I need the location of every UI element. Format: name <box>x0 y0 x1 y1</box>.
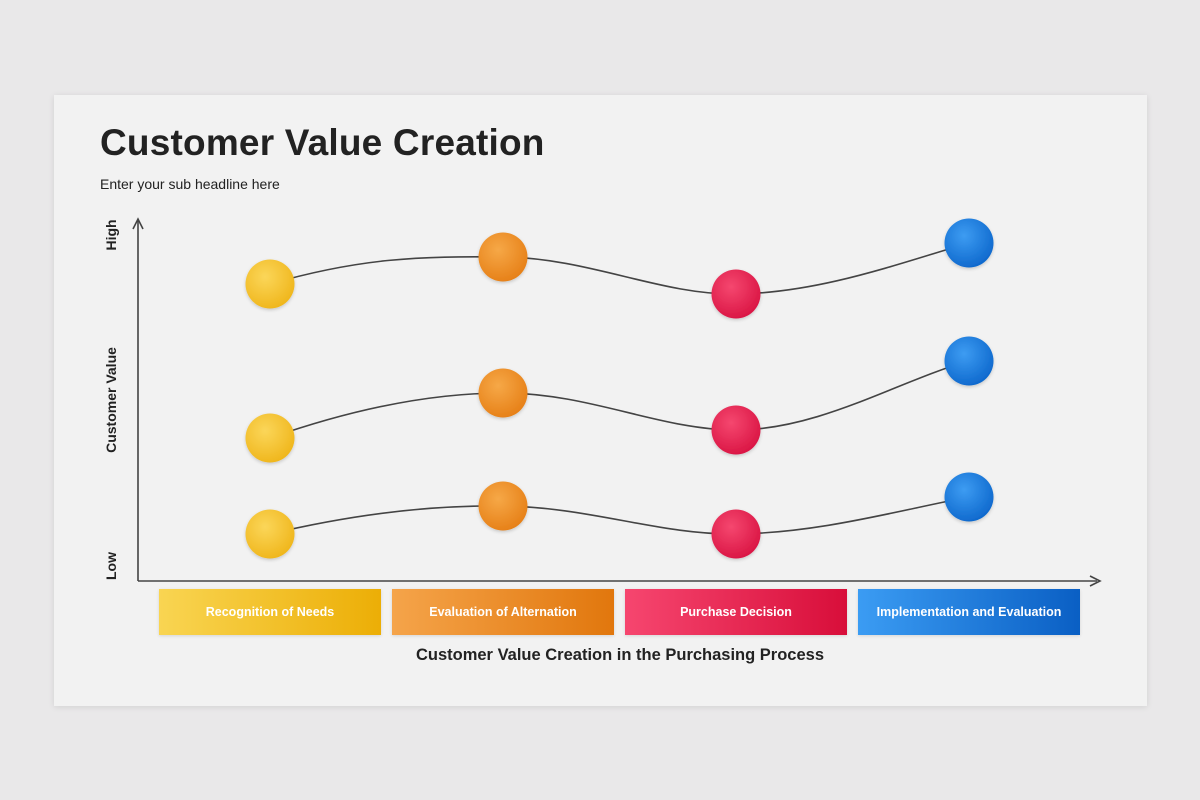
y-axis-low-label: Low <box>103 552 119 580</box>
node-implementation-mid <box>944 336 994 386</box>
node-evaluation-low <box>478 481 528 531</box>
node-recognition-mid <box>245 413 295 463</box>
y-axis-title: Customer Value <box>103 347 119 453</box>
bottom-value-curve <box>269 496 970 535</box>
middle-value-curve <box>269 360 970 439</box>
top-value-curve <box>269 242 970 295</box>
node-implementation-high <box>944 218 994 268</box>
stage-box-evaluation-of-alternation: Evaluation of Alternation <box>392 589 614 635</box>
stage-box-recognition-of-needs: Recognition of Needs <box>159 589 381 635</box>
node-purchase-mid <box>711 405 761 455</box>
node-recognition-low <box>245 509 295 559</box>
node-purchase-high <box>711 269 761 319</box>
y-axis-arrow <box>132 217 144 230</box>
node-purchase-low <box>711 509 761 559</box>
y-axis-high-label: High <box>103 219 119 250</box>
stage-box-purchase-decision: Purchase Decision <box>625 589 847 635</box>
node-recognition-high <box>245 259 295 309</box>
node-implementation-low <box>944 472 994 522</box>
node-evaluation-high <box>478 232 528 282</box>
x-axis-title: Customer Value Creation in the Purchasin… <box>415 646 825 664</box>
node-evaluation-mid <box>478 368 528 418</box>
page-title: Customer Value Creation <box>100 122 545 163</box>
x-axis-arrow <box>1089 575 1102 587</box>
stage-box-implementation-and-evaluation: Implementation and Evaluation <box>858 589 1080 635</box>
page-subtitle: Enter your sub headline here <box>100 176 280 192</box>
